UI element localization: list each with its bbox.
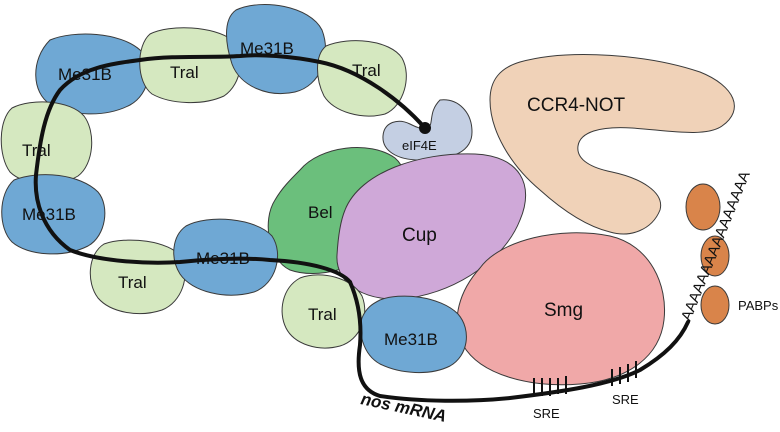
me31b-protein	[360, 295, 467, 374]
tral-label: Tral	[352, 61, 381, 80]
pabps-label: PABPs	[738, 298, 779, 313]
pabp-protein	[700, 285, 730, 325]
tral-protein	[139, 27, 241, 104]
smg-label: Smg	[544, 300, 583, 321]
sre-label: SRE	[533, 406, 560, 421]
sre-label: SRE	[612, 392, 639, 407]
ccr4-not-complex	[489, 54, 735, 235]
eif4e-label: eIF4E	[402, 138, 437, 153]
me31b-protein	[1, 174, 106, 255]
me31b-label: Me31B	[22, 205, 76, 224]
tral-label: Tral	[118, 273, 147, 292]
me31b-label: Me31B	[196, 249, 250, 268]
nos-mrna-strand	[348, 280, 690, 403]
tral-protein	[0, 101, 93, 185]
tral-eif4e-junction	[419, 122, 431, 134]
me31b-label: Me31B	[58, 65, 112, 84]
me31b-label: Me31B	[384, 330, 438, 349]
sre-element-marks	[533, 361, 637, 396]
bel-label: Bel	[308, 203, 333, 222]
cup-label: Cup	[402, 225, 437, 246]
tral-label: Tral	[22, 141, 51, 160]
tral-protein	[281, 274, 366, 349]
tral-label: Tral	[308, 305, 337, 324]
tral-label: Tral	[170, 63, 199, 82]
nos-mrna-label: nos mRNA	[359, 389, 448, 426]
pabp-protein	[685, 183, 721, 231]
pabp-protein	[700, 235, 730, 277]
tral-chain-line	[33, 53, 427, 284]
me31b-protein	[35, 33, 150, 115]
me31b-label: Me31B	[240, 39, 294, 58]
ccr4-not-label: CCR4-NOT	[527, 95, 626, 116]
